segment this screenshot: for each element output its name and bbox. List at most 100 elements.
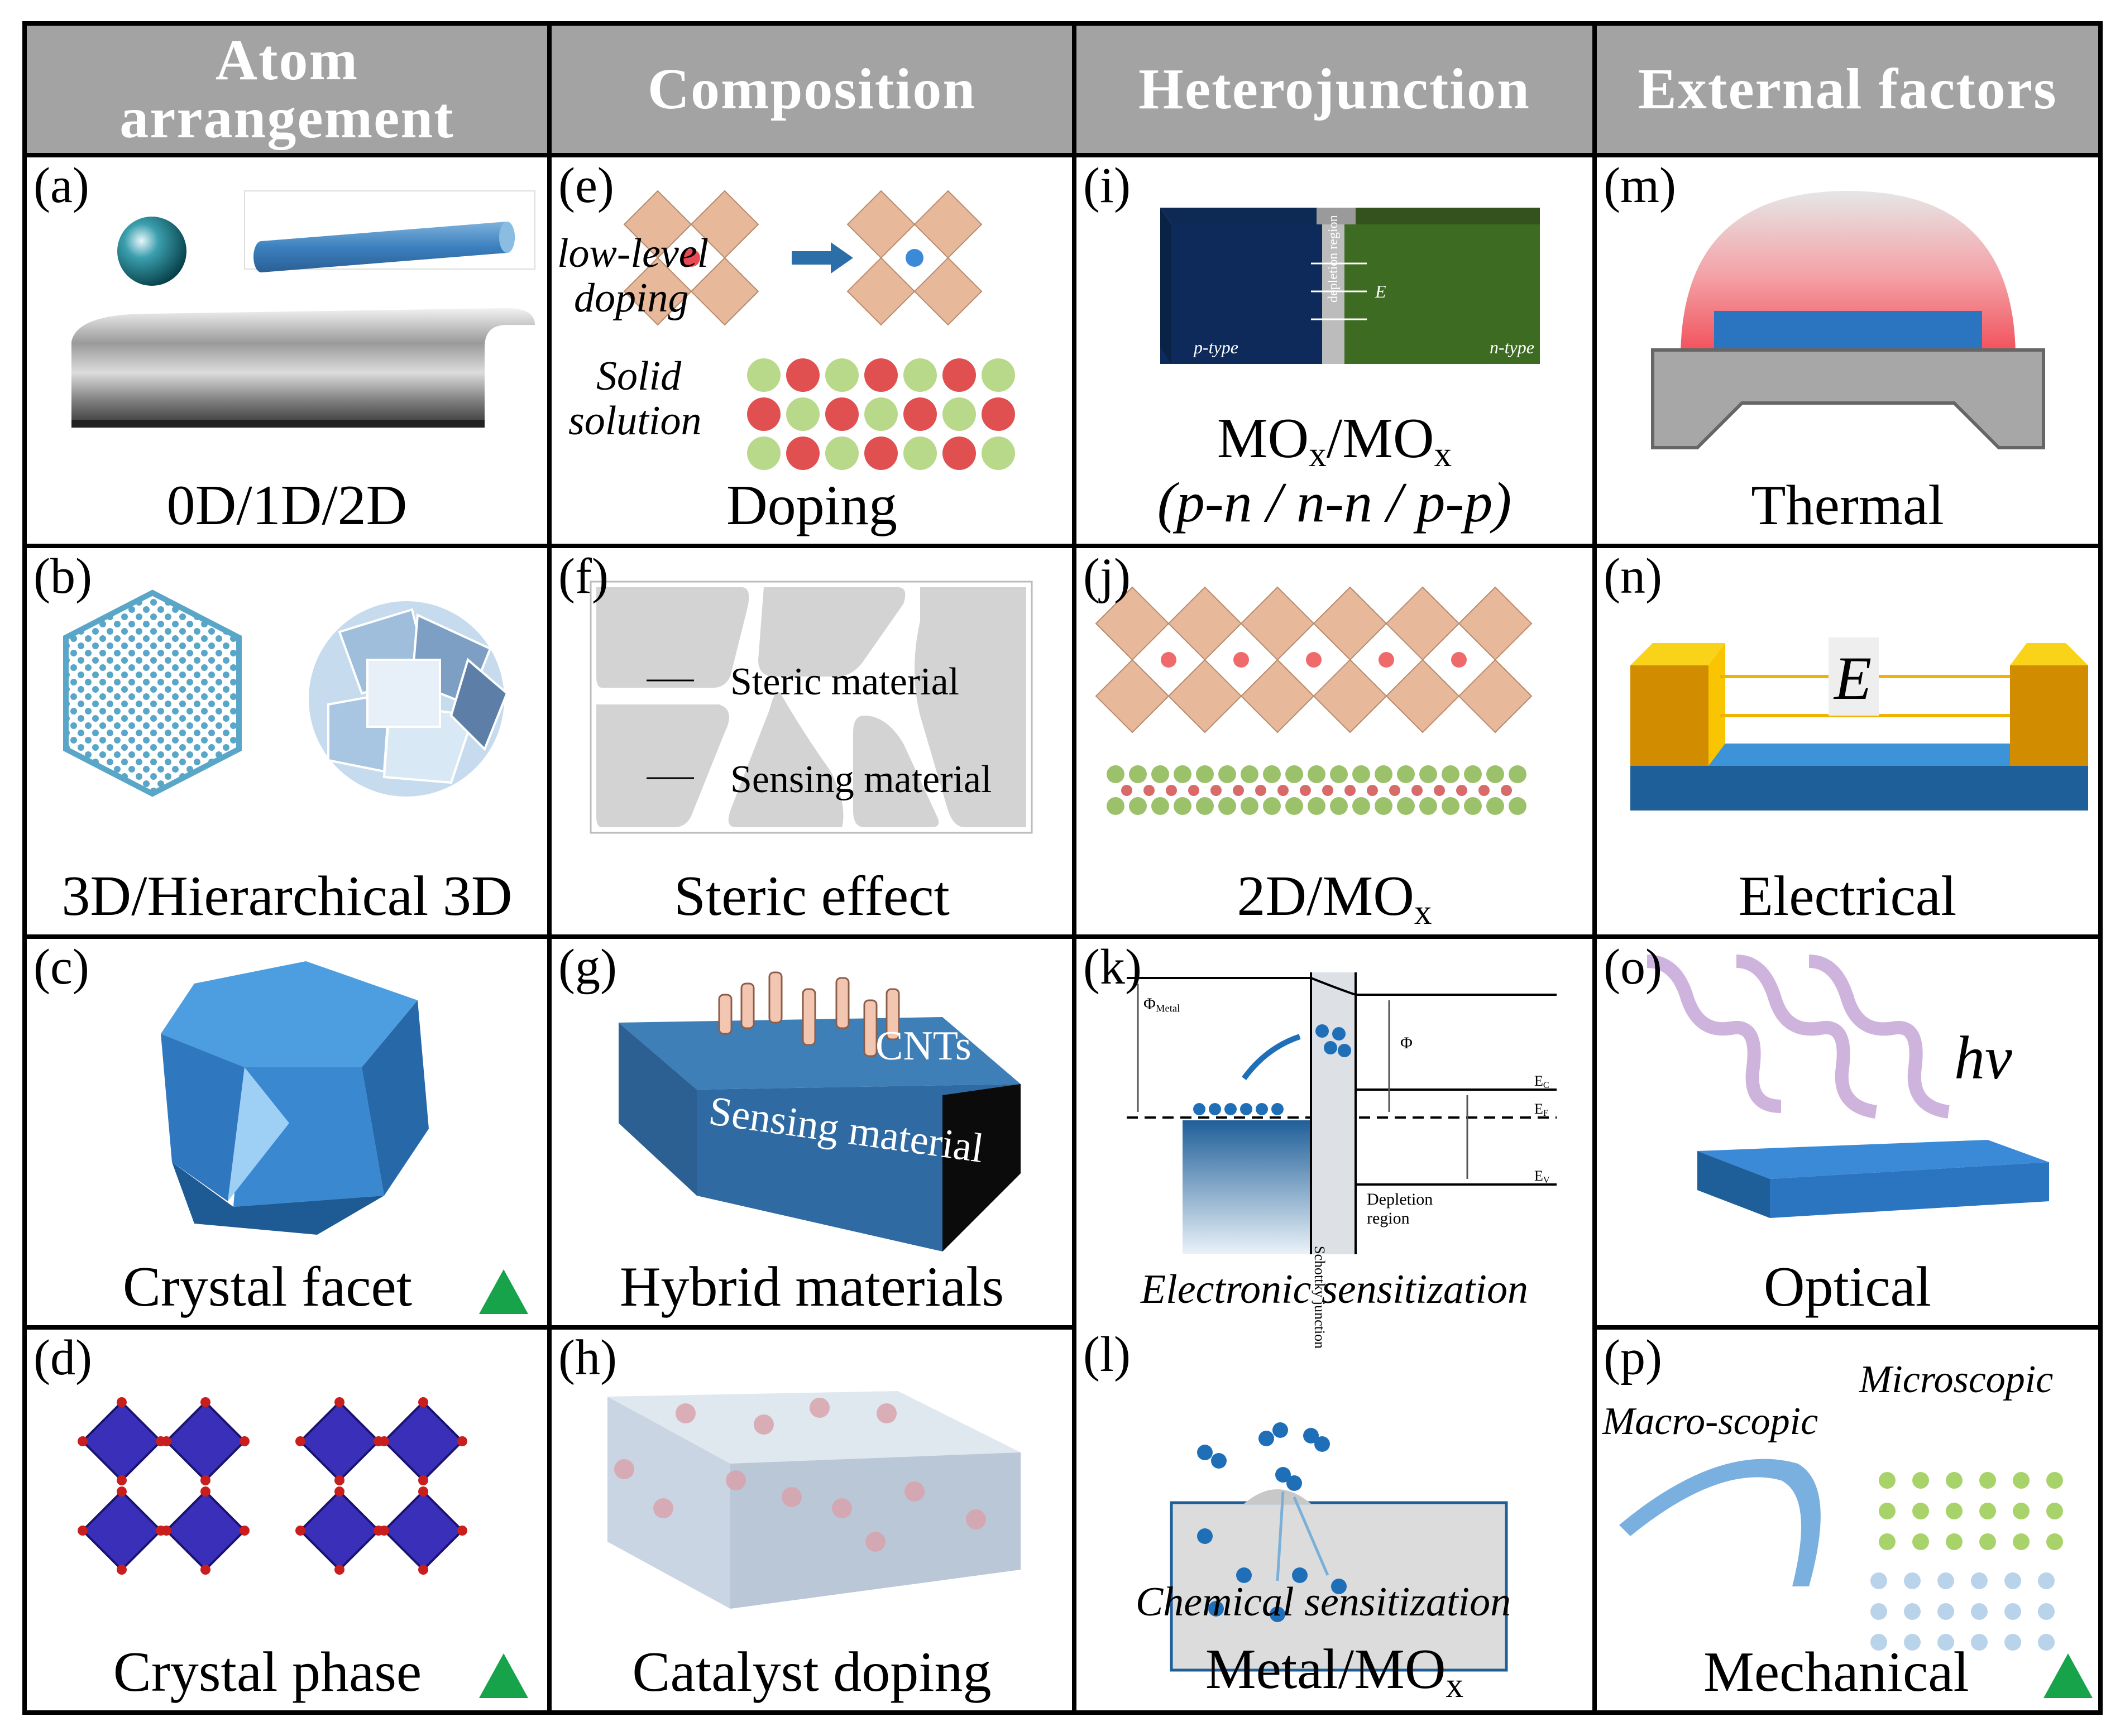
ec-label: EC	[1534, 1073, 1549, 1091]
electrical-illustration	[1630, 637, 2088, 811]
panel-n: (n) E Electrical	[1597, 548, 2098, 934]
panel-b: (b) 3D/Hierarchical 3D	[27, 548, 547, 934]
field-label: E	[1834, 644, 1872, 712]
panel-label: (p)	[1604, 1330, 1662, 1385]
panel-j: (j) 2D/MOx	[1076, 548, 1592, 934]
field-e-label: E	[1375, 281, 1386, 301]
panel-caption: Catalyst doping	[632, 1641, 992, 1704]
panel-caption: Optical	[1763, 1255, 1932, 1318]
panel-caption: MOx/MOx (p-n / n-n / p-p)	[1157, 407, 1512, 535]
panel-label: (m)	[1604, 158, 1676, 213]
n-type-label: n-type	[1490, 337, 1534, 357]
header-external-factors: External factors	[1597, 26, 2098, 153]
chemical-sensitization-caption: Chemical sensitization	[1135, 1579, 1511, 1625]
panel-label: (a)	[33, 158, 89, 213]
sheet-2d	[71, 308, 535, 425]
panel-label: (e)	[558, 158, 614, 213]
thermal-illustration	[1651, 191, 2045, 449]
panel-h: (h) Catalyst doping	[552, 1330, 1072, 1710]
panel-label: (k)	[1083, 939, 1142, 995]
panel-caption: 2D/MOx	[1237, 865, 1432, 932]
triangle-marker-icon	[2043, 1653, 2093, 1698]
panel-c: (c) Crystal facet	[27, 939, 547, 1325]
panel-caption: Mechanical	[1703, 1641, 1969, 1704]
crystal-illustration	[161, 961, 429, 1235]
heterojunction-illustration	[1160, 208, 1540, 364]
cnts-label: CNTs	[875, 1023, 971, 1069]
panel-label: (c)	[33, 939, 89, 995]
grid-line	[27, 544, 1076, 548]
panel-d: (d) Crystal phase	[27, 1330, 547, 1710]
panel-m: (m) Thermal	[1597, 157, 2098, 544]
triangle-marker-icon	[479, 1269, 528, 1314]
steric-material-label: Steric material	[730, 660, 960, 703]
grid-line	[27, 1325, 1076, 1330]
panel-caption: Electrical	[1738, 865, 1957, 928]
ef-label: EF	[1534, 1101, 1548, 1119]
microscopic-label: Microscopic	[1859, 1358, 2054, 1401]
panel-e: (e) low-level doping Solid solution Dopi…	[552, 157, 1072, 544]
panel-label: (i)	[1083, 158, 1131, 213]
panel-caption: Hybrid materials	[619, 1255, 1004, 1318]
sensing-material-label: Sensing material	[730, 758, 992, 801]
crystal-phase-illustration	[78, 1397, 467, 1575]
panel-label: (h)	[558, 1330, 617, 1385]
panel-caption: Doping	[726, 474, 897, 537]
header-atom-arrangement: Atom arrangement	[27, 26, 547, 153]
grid-line	[27, 934, 1076, 939]
steric-effect-illustration	[590, 581, 1033, 834]
2d-mox-illustration	[1095, 586, 1533, 815]
hv-label: hv	[1954, 1024, 2012, 1092]
header-heterojunction: Heterojunction	[1076, 26, 1592, 153]
panel-caption: Steric effect	[674, 865, 950, 928]
rod-1d	[253, 222, 515, 272]
mechanical-illustration	[1619, 1459, 2063, 1651]
grid-line	[1592, 26, 1597, 1710]
doping-label: doping	[574, 275, 689, 321]
ev-label: EV	[1534, 1168, 1550, 1186]
panel-p: (p) Microscopic Macro-scopic Mechanical	[1597, 1330, 2098, 1710]
solid-label: Solid	[596, 353, 682, 399]
hierarchical-structures	[63, 589, 509, 797]
electronic-sensitization-caption: Electronic sensitization	[1140, 1267, 1528, 1312]
grid-line	[1597, 1325, 2098, 1330]
panel-label: (g)	[558, 939, 617, 995]
panel-g: (g) CNTs Sensing material Hybrid materia…	[552, 939, 1072, 1325]
panel-caption: 3D/Hierarchical 3D	[61, 865, 513, 928]
catalyst-doping-illustration	[607, 1391, 1021, 1609]
low-level-label: low-level	[557, 231, 709, 276]
optical-illustration	[1647, 955, 2049, 1218]
grid-line	[27, 153, 2098, 157]
hybrid-materials-illustration	[619, 971, 1021, 1251]
region-label: region	[1367, 1209, 1410, 1227]
panel-caption: Thermal	[1751, 474, 1944, 537]
panel-i: (i) p-type n-type depletion region E MOx…	[1076, 157, 1592, 544]
panel-caption: Crystal facet	[122, 1255, 413, 1318]
depletion-label: Depletion	[1367, 1190, 1433, 1209]
panel-label: (n)	[1604, 549, 1662, 604]
panel-caption: Metal/MOx	[1205, 1638, 1464, 1705]
header-composition: Composition	[552, 26, 1072, 153]
grid-line	[547, 26, 552, 1710]
panel-k-l: (k) ΦMetal Φ EC EF EV Schottky junction …	[1076, 939, 1592, 1710]
solution-label: solution	[568, 398, 702, 444]
p-type-label: p-type	[1194, 337, 1238, 357]
macroscopic-label: Macro-scopic	[1602, 1400, 1818, 1443]
panel-label: (o)	[1604, 939, 1662, 995]
flower-structure	[309, 601, 509, 797]
doping-illustration	[623, 190, 1015, 470]
grid-line	[1076, 544, 2098, 548]
grid-line	[1072, 26, 1076, 1710]
panel-a: (a) 0D/1D/2D	[27, 157, 547, 544]
band-diagram	[1127, 972, 1557, 1672]
panel-f: (f) Steric material Sensing material Ste…	[552, 548, 1072, 934]
cage-structure	[63, 589, 242, 797]
panel-label: (d)	[33, 1330, 92, 1385]
panel-o: (o) hv Optical	[1597, 939, 2098, 1325]
depletion-region-label: depletion region	[1326, 215, 1341, 303]
panel-label: (j)	[1083, 549, 1131, 604]
panel-caption: 0D/1D/2D	[166, 474, 408, 537]
phi-metal-label: ΦMetal	[1143, 995, 1180, 1015]
panel-label: (f)	[558, 549, 609, 604]
phi-label: Φ	[1400, 1034, 1413, 1052]
